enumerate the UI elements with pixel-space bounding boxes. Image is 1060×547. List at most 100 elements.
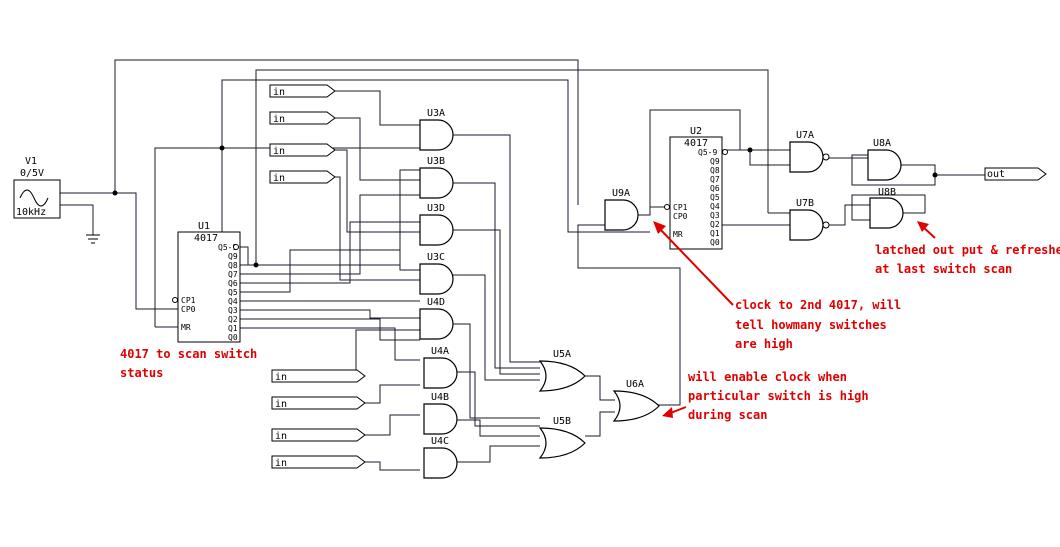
source-spec: 0/5V — [20, 168, 44, 179]
ground-icon — [86, 234, 100, 244]
u1-pin-q1: Q1 — [228, 324, 238, 333]
junction-dots — [112, 145, 938, 268]
u2-ref: U2 — [690, 126, 702, 137]
u2-pin-q6: Q6 — [710, 184, 720, 193]
and-gate-u3a[interactable]: U3A — [419, 108, 454, 151]
input-port-label: in — [273, 87, 285, 98]
and-gate-u4b[interactable]: U4B — [423, 392, 458, 435]
u3a-label: U3A — [427, 108, 445, 119]
u7a-label: U7A — [796, 130, 814, 141]
or-gate-u6a[interactable]: U6A — [613, 379, 660, 422]
u4a-label: U4A — [431, 346, 449, 357]
annotation-latch-line2: at last switch scan — [875, 262, 1012, 276]
and-gate-u8b[interactable]: U8B — [869, 187, 904, 229]
counter-u1[interactable]: U1 4017 Q5-9 Q9 Q8 Q7 Q6 Q5 Q4 Q3 Q2 Q1 … — [172, 221, 241, 343]
u5a-label: U5A — [553, 349, 571, 360]
input-port[interactable]: in — [269, 111, 336, 125]
u1-pin-cp0: CP0 — [181, 305, 196, 314]
latch-arrowhead-icon — [917, 221, 929, 232]
u1-pin-q9: Q9 — [228, 252, 238, 261]
clock-arrowhead-icon — [653, 221, 666, 234]
u2-body — [669, 136, 723, 250]
u1-pin-q59: Q5-9 — [218, 243, 237, 252]
and-gate-u8a[interactable]: U8A — [867, 138, 902, 181]
u2-pin-cp0: CP0 — [673, 212, 688, 221]
u8a-label: U8A — [873, 138, 891, 149]
u1-pin-q5: Q5 — [228, 288, 238, 297]
annotation-clock-line2: tell howmany switches — [735, 318, 887, 332]
u2-pin-q59: Q5-9 — [698, 148, 717, 157]
and-gate-u9a[interactable]: U9A — [604, 188, 639, 231]
u1-inv-bubble — [233, 244, 239, 250]
input-port[interactable]: in — [269, 170, 336, 184]
annotation-enable-line1: will enable clock when — [688, 370, 847, 384]
annotation-clock-line3: are high — [735, 337, 793, 351]
u1-pin-mr: MR — [181, 323, 191, 332]
output-port[interactable]: out — [984, 167, 1047, 181]
enable-arrowhead-icon — [662, 407, 673, 418]
input-port-label: in — [275, 458, 287, 469]
u1-pin-q6: Q6 — [228, 279, 238, 288]
u2-pin-mr: MR — [673, 230, 683, 239]
and-gate-u3c[interactable]: U3C — [419, 252, 454, 295]
u3d-label: U3D — [427, 203, 445, 214]
input-port-label: in — [275, 431, 287, 442]
u2-part: 4017 — [684, 138, 708, 149]
input-port[interactable]: in — [271, 428, 366, 442]
input-port-label: in — [275, 372, 287, 383]
u2-pin-q3: Q3 — [710, 211, 720, 220]
u4b-label: U4B — [431, 392, 449, 403]
and-gate-u4d[interactable]: U4D — [419, 297, 454, 340]
input-port[interactable]: in — [271, 396, 366, 410]
u1-pin-q4: Q4 — [228, 297, 238, 306]
u1-part: 4017 — [194, 233, 218, 244]
input-port[interactable]: in — [271, 369, 366, 383]
u9a-label: U9A — [612, 188, 630, 199]
u2-pin-q0: Q0 — [710, 238, 720, 247]
annotation-clock: clock to 2nd 4017, will tell howmany swi… — [653, 221, 901, 351]
input-port-label: in — [273, 114, 285, 125]
clock-arrow-icon — [657, 226, 734, 306]
annotation-scan-line2: status — [120, 366, 163, 380]
u1-pin-q2: Q2 — [228, 315, 238, 324]
annotation-latch: latched out put & refreshes at last swit… — [875, 221, 1060, 276]
input-port[interactable]: in — [269, 84, 336, 98]
annotation-scan: 4017 to scan switch status — [120, 347, 257, 380]
and-gate-u4c[interactable]: U4C — [423, 436, 458, 479]
u1-pin-cp1: CP1 — [181, 296, 196, 305]
or-gate-u5a[interactable]: U5A — [539, 349, 586, 392]
and-gate-u3b[interactable]: U3B — [419, 156, 454, 199]
annotation-enable-line3: during scan — [688, 408, 767, 422]
and-gate-u4a[interactable]: U4A — [423, 346, 458, 389]
u1-pin-q3: Q3 — [228, 306, 238, 315]
u4d-label: U4D — [427, 297, 445, 308]
u8b-label: U8B — [878, 187, 896, 198]
u2-pin-q9: Q9 — [710, 157, 720, 166]
u2-pin-q2: Q2 — [710, 220, 720, 229]
u2-pin-cp1: CP1 — [673, 203, 688, 212]
wires — [60, 59, 985, 471]
u3c-label: U3C — [427, 252, 445, 263]
input-port-label: in — [273, 146, 285, 157]
u2-pin-q1: Q1 — [710, 229, 720, 238]
annotation-scan-line1: 4017 to scan switch — [120, 347, 257, 361]
or-gate-u5b[interactable]: U5B — [539, 416, 586, 459]
u1-pin-q0: Q0 — [228, 333, 238, 342]
annotation-enable-line2: particular switch is high — [688, 389, 869, 403]
sine-wave-icon — [19, 189, 49, 207]
nand-gate-u7b[interactable]: U7B — [789, 198, 830, 241]
input-port-label: in — [275, 399, 287, 410]
annotation-latch-line1: latched out put & refreshes — [875, 243, 1060, 257]
source-body — [13, 179, 61, 219]
u2-inv-bubble — [722, 149, 728, 155]
input-port-label: in — [273, 173, 285, 184]
nand-gate-u7a[interactable]: U7A — [789, 130, 830, 173]
and-gate-u3d[interactable]: U3D — [419, 203, 454, 246]
u7b-bubble — [822, 221, 830, 229]
source-ref: V1 — [25, 156, 37, 167]
u5b-label: U5B — [553, 416, 571, 427]
input-port[interactable]: in — [271, 455, 366, 469]
input-port[interactable]: in — [269, 143, 336, 157]
voltage-source[interactable]: V1 0/5V 10kHz — [13, 156, 100, 244]
counter-u2[interactable]: U2 4017 Q5-9 Q9 Q8 Q7 Q6 Q5 Q4 Q3 Q2 Q1 … — [664, 126, 728, 250]
